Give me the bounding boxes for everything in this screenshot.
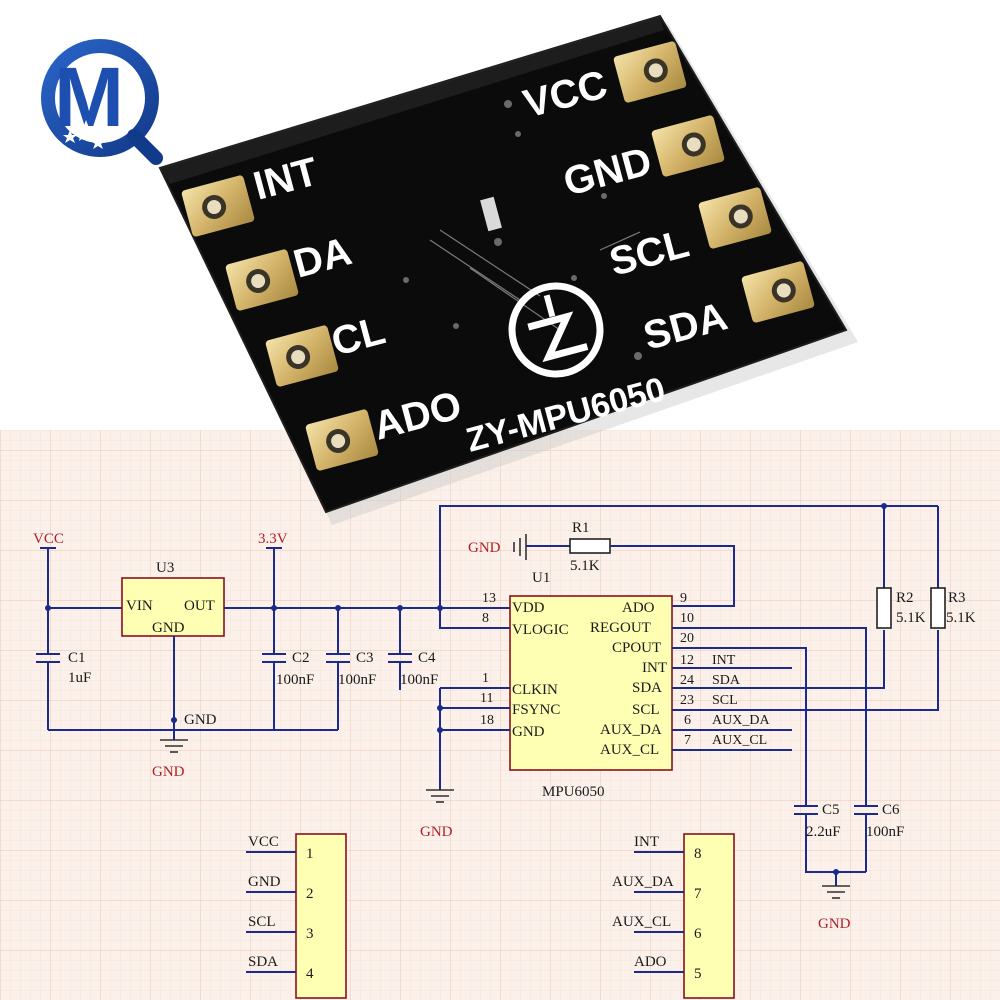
header-left: VCC 1 GND 2 SCL 3 SDA 4 — [246, 833, 347, 999]
r2-ref: R2 — [896, 590, 914, 606]
pin-num: 6 — [684, 713, 691, 728]
pin-name: SDA — [632, 680, 662, 696]
pin-num: 11 — [480, 691, 493, 706]
c6-ref: C6 — [882, 802, 900, 818]
header-pin-num: 6 — [694, 926, 702, 942]
c5-ref: C5 — [822, 802, 840, 818]
header-pin-label: VCC — [248, 834, 279, 850]
pin-name: ADO — [622, 600, 655, 616]
c4-value: 100nF — [400, 672, 438, 688]
gnd-label-caps: GND — [818, 916, 851, 932]
header-pin-label: GND — [248, 874, 281, 890]
r2-value: 5.1K — [896, 610, 926, 626]
pin-num: 8 — [482, 611, 489, 626]
left-pad-row — [181, 175, 379, 471]
u3-vin: VIN — [126, 598, 153, 614]
c5-value: 2.2uF — [806, 824, 841, 840]
c2-ref: C2 — [292, 650, 310, 666]
c1-value: 1uF — [68, 670, 91, 686]
pin-net: AUX_CL — [712, 733, 767, 748]
c3-value: 100nF — [338, 672, 376, 688]
pin-name: AUX_CL — [600, 742, 659, 758]
pin-net: SDA — [712, 673, 741, 688]
brand-logo: M — [41, 39, 163, 165]
header-pin-label: AUX_CL — [612, 914, 671, 930]
chip-name: MPU6050 — [542, 784, 605, 800]
pin-num: 12 — [680, 653, 694, 668]
ground-symbol — [160, 739, 188, 753]
ground-symbol-chip — [426, 789, 454, 803]
vias — [403, 100, 642, 360]
gnd-bus-label: GND — [184, 712, 217, 728]
u3-ref: U3 — [156, 560, 174, 576]
pin-name: SCL — [632, 702, 660, 718]
header-pin-num: 2 — [306, 886, 314, 902]
pin-num: 9 — [680, 591, 687, 606]
gnd-label-chip: GND — [420, 824, 453, 840]
header-pin-num: 7 — [694, 886, 702, 902]
c3-ref: C3 — [356, 650, 374, 666]
pin-net: AUX_DA — [712, 713, 770, 728]
header-pin-num: 3 — [306, 926, 314, 942]
pin-net: INT — [712, 653, 736, 668]
ground-symbol-caps — [822, 885, 850, 899]
mpu6050-chip — [509, 595, 673, 771]
pin-name: VDD — [512, 600, 545, 616]
header-pin-num: 1 — [306, 846, 314, 862]
r1-ref: R1 — [572, 520, 590, 536]
u1-ref: U1 — [532, 570, 550, 586]
c6-value: 100nF — [866, 824, 904, 840]
pin-num: 10 — [680, 611, 694, 626]
pin-num: 20 — [680, 631, 694, 646]
header-pin-label: ADO — [634, 954, 667, 970]
chip-right-pins: ADO 9 REGOUT 10 CPOUT 20 INT 12 INT SDA … — [590, 591, 770, 758]
board-emblem — [508, 282, 604, 378]
right-pad-row — [613, 41, 815, 323]
header-right: INT 8 AUX_DA 7 AUX_CL 6 ADO 5 — [612, 833, 735, 999]
resistor-r1 — [569, 538, 611, 554]
vcc-net-label: VCC — [33, 531, 64, 547]
c2-value: 100nF — [276, 672, 314, 688]
pin-name: GND — [512, 724, 545, 740]
pin-num: 13 — [482, 591, 496, 606]
pin-num: 23 — [680, 693, 694, 708]
header-pin-num: 8 — [694, 846, 702, 862]
header-pin-label: SCL — [248, 914, 276, 930]
resistor-r3 — [930, 587, 946, 629]
star-icon — [63, 120, 105, 149]
u3-gnd: GND — [152, 620, 185, 636]
pin-num: 18 — [480, 713, 494, 728]
pin-name: FSYNC — [512, 702, 560, 718]
c1-ref: C1 — [68, 650, 86, 666]
gnd-label-left: GND — [152, 764, 185, 780]
pin-name: CLKIN — [512, 682, 558, 698]
pin-name: AUX_DA — [600, 722, 662, 738]
pin-net: SCL — [712, 693, 738, 708]
resistor-r2 — [876, 587, 892, 629]
pin-name: INT — [642, 660, 667, 676]
chip-left-pins: 13 VDD 8 VLOGIC 1 CLKIN 11 FSYNC 18 GND — [480, 591, 569, 740]
pin-name: REGOUT — [590, 620, 651, 636]
schematic-panel — [0, 430, 1000, 1000]
gnd-label-top: GND — [468, 540, 501, 556]
header-pin-label: SDA — [248, 954, 278, 970]
header-pin-num: 4 — [306, 966, 314, 982]
v33-net-label: 3.3V — [258, 531, 288, 547]
header-pin-label: AUX_DA — [612, 874, 674, 890]
pin-name: VLOGIC — [512, 622, 569, 638]
pin-name: CPOUT — [612, 640, 661, 656]
r1-value: 5.1K — [570, 558, 600, 574]
pin-num: 1 — [482, 671, 489, 686]
c4-ref: C4 — [418, 650, 436, 666]
r3-value: 5.1K — [946, 610, 976, 626]
mpu6050-module-board: INT DA CL ADO VCC GND SCL SDA ZY-MPU6050 — [158, 14, 858, 525]
mpu6050-schematic: VCC 3.3V C1 1uF U3 VIN OUT GND C2 100nF … — [33, 503, 976, 999]
r3-ref: R3 — [948, 590, 966, 606]
header-pin-label: INT — [634, 834, 659, 850]
header-pin-num: 5 — [694, 966, 702, 982]
u3-out: OUT — [184, 598, 215, 614]
pin-num: 24 — [680, 673, 694, 688]
pin-num: 7 — [684, 733, 691, 748]
